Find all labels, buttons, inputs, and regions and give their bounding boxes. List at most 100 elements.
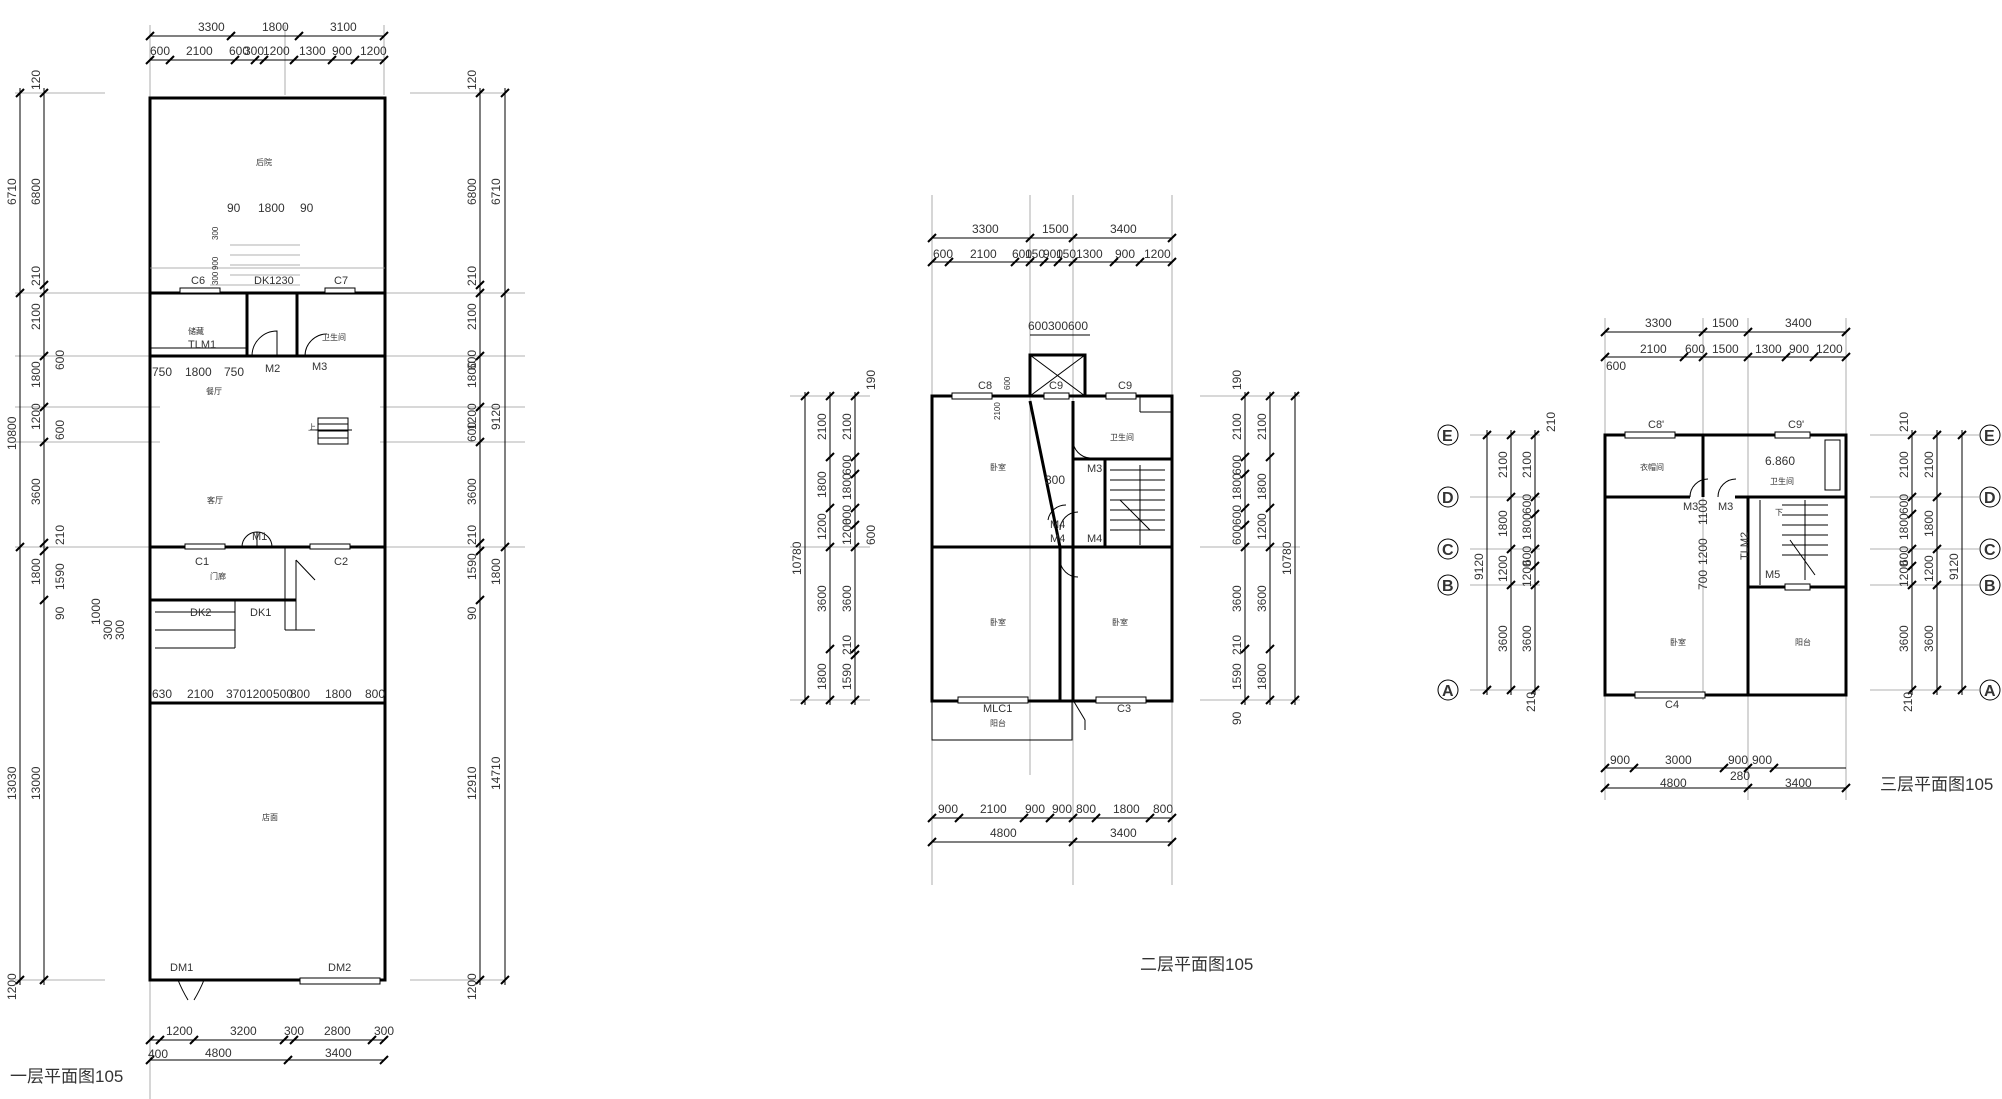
dim-top-r2-2: 2100 bbox=[186, 44, 213, 58]
axis-a-right: A bbox=[1984, 683, 1996, 700]
label2-bed1: 卧室 bbox=[990, 462, 1006, 472]
dim-mid-1: 630 bbox=[152, 687, 172, 701]
dim-mid-8: 800 bbox=[365, 687, 385, 701]
dim2-right-2: 2100 bbox=[1230, 413, 1244, 440]
dim-left-inner-4: 2100 bbox=[29, 303, 43, 330]
dim2-top-r2-7: 1300 bbox=[1076, 247, 1103, 261]
dim2-left-6: 1800 bbox=[815, 663, 829, 690]
door-m5-frame bbox=[1784, 583, 1811, 591]
dim2-bottom-total-1: 4800 bbox=[990, 826, 1017, 840]
dim-left-inner-11: 1800 bbox=[29, 558, 43, 585]
dim3-right-12: 3600 bbox=[1922, 625, 1936, 652]
dim3-bottom-total-1: 4800 bbox=[1660, 776, 1687, 790]
dim2-bottom-5: 800 bbox=[1076, 802, 1096, 816]
dim-mid-2: 2100 bbox=[187, 687, 214, 701]
label-up: 上 bbox=[308, 423, 316, 432]
dim2-right-12: 210 bbox=[1230, 635, 1244, 655]
door-m4-b bbox=[1059, 559, 1079, 578]
label3-tlm2: TLM2 bbox=[1739, 532, 1751, 560]
label-porch: 门廊 bbox=[210, 571, 226, 581]
dim-left-inner-13: 90 bbox=[53, 606, 67, 620]
door-mlc1 bbox=[957, 696, 1029, 704]
axis-bubbles-left bbox=[1437, 424, 1459, 701]
label2-c9a: C9 bbox=[1049, 380, 1063, 392]
dim2-top-r3-3: 600 bbox=[1068, 319, 1088, 333]
dim2-left-outer: 10780 bbox=[790, 541, 804, 575]
window-c6 bbox=[179, 287, 221, 294]
dim-bottom-1: 400 bbox=[148, 1047, 168, 1061]
dim3-1100: 1100 bbox=[1696, 499, 1710, 525]
dim2-top-r2-6: 150 bbox=[1056, 247, 1076, 261]
door-m3 bbox=[304, 333, 328, 357]
dim3-left-5: 3600 bbox=[1496, 625, 1510, 652]
dim3-right-13: 210 bbox=[1901, 692, 1915, 712]
plan-3: 3300 1500 3400 2100 600 1500 1300 900 12… bbox=[1437, 316, 2001, 800]
axis-d-left: D bbox=[1442, 490, 1454, 507]
label3-c9: C9' bbox=[1788, 419, 1804, 431]
dim2-right-7: 1800 bbox=[1255, 473, 1269, 500]
dim-750-a: 750 bbox=[152, 365, 172, 379]
dim2-right-15: 90 bbox=[1230, 711, 1244, 725]
window-c7 bbox=[324, 287, 356, 294]
dim2-top-3: 3400 bbox=[1110, 222, 1137, 236]
dim2-left-4: 1200 bbox=[815, 513, 829, 540]
axis-c-right: C bbox=[1984, 542, 1996, 559]
dim-bottom-total-1: 4800 bbox=[205, 1046, 232, 1060]
dim3-top-1: 3300 bbox=[1645, 316, 1672, 330]
dim-right-inner-10: 210 bbox=[465, 525, 479, 545]
label3-elev: 6.860 bbox=[1765, 454, 1795, 468]
dim-left-inner-10: 210 bbox=[53, 525, 67, 545]
label3-closet: 衣帽间 bbox=[1640, 462, 1664, 472]
dim-top-r2-5: 1200 bbox=[263, 44, 290, 58]
label-m3: M3 bbox=[312, 361, 327, 373]
dim2-top-r2-3: 600 bbox=[1012, 247, 1032, 261]
dim2-right-14: 1800 bbox=[1255, 663, 1269, 690]
dim-mid-5: 500 bbox=[273, 687, 293, 701]
dim-bottom-2: 1200 bbox=[166, 1024, 193, 1038]
dim-right-outer-4: 1200 bbox=[465, 973, 479, 1000]
label2-m3: M3 bbox=[1087, 463, 1102, 475]
dim-court-1: 90 bbox=[227, 201, 241, 215]
dim-right-inner-11: 1590 bbox=[465, 553, 479, 580]
dim-stair-3: 300 bbox=[211, 271, 220, 285]
label-c1: C1 bbox=[195, 556, 209, 568]
label2-bed3: 卧室 bbox=[1112, 617, 1128, 627]
axis-a-left: A bbox=[1442, 683, 1454, 700]
label3-balcony: 阳台 bbox=[1795, 637, 1811, 647]
axis-d-right: D bbox=[1984, 490, 1996, 507]
dim2-right-8: 1200 bbox=[1255, 513, 1269, 540]
label-courtyard: 后院 bbox=[256, 157, 272, 167]
dim3-left-6: 2100 bbox=[1520, 451, 1534, 478]
dim3-top-r2-5: 900 bbox=[1789, 342, 1809, 356]
dim3-right-11: 1200 bbox=[1922, 555, 1936, 582]
dim2-left-2: 2100 bbox=[815, 413, 829, 440]
dim3-left-12: 3600 bbox=[1520, 625, 1534, 652]
dim-mid-3: 370 bbox=[226, 687, 246, 701]
dim2-right-10: 3600 bbox=[1230, 585, 1244, 612]
dim-left-inner-2: 6800 bbox=[29, 178, 43, 205]
label-dining: 餐厅 bbox=[206, 387, 222, 396]
dim3-1200: 1200 bbox=[1696, 538, 1710, 565]
dim-right-inner-14: 12910 bbox=[465, 766, 479, 800]
dim2-top-r2-9: 1200 bbox=[1144, 247, 1171, 261]
dim3-right-5: 600 bbox=[1897, 546, 1911, 566]
dim3-top-r2-4: 1300 bbox=[1755, 342, 1782, 356]
dim-court-2: 1800 bbox=[258, 201, 285, 215]
plan-1-title: 一层平面图105 bbox=[10, 1067, 123, 1086]
window-c1 bbox=[184, 543, 226, 550]
dim2-top-r2-4: 150 bbox=[1025, 247, 1045, 261]
dim2-left-14: 210 bbox=[840, 635, 854, 655]
axis-bubbles-right bbox=[1950, 424, 2001, 701]
stair-3 bbox=[1759, 500, 1828, 585]
dim2-top-2: 1500 bbox=[1042, 222, 1069, 236]
stair-2 bbox=[1110, 465, 1165, 545]
dim2-left-12: 600 bbox=[864, 525, 878, 545]
dim-left-outer-1: 6710 bbox=[5, 178, 19, 205]
axis-b-left: B bbox=[1442, 578, 1454, 595]
dim3-left-10: 1200 bbox=[1520, 560, 1534, 587]
dim-right-inner-8: 600 bbox=[465, 422, 479, 442]
label2-mlc1: MLC1 bbox=[983, 703, 1012, 715]
dim-extra-2: 300 bbox=[101, 620, 115, 640]
label2-m4a: M4 bbox=[1050, 519, 1065, 531]
dim3-left-outer: 9120 bbox=[1472, 553, 1486, 580]
